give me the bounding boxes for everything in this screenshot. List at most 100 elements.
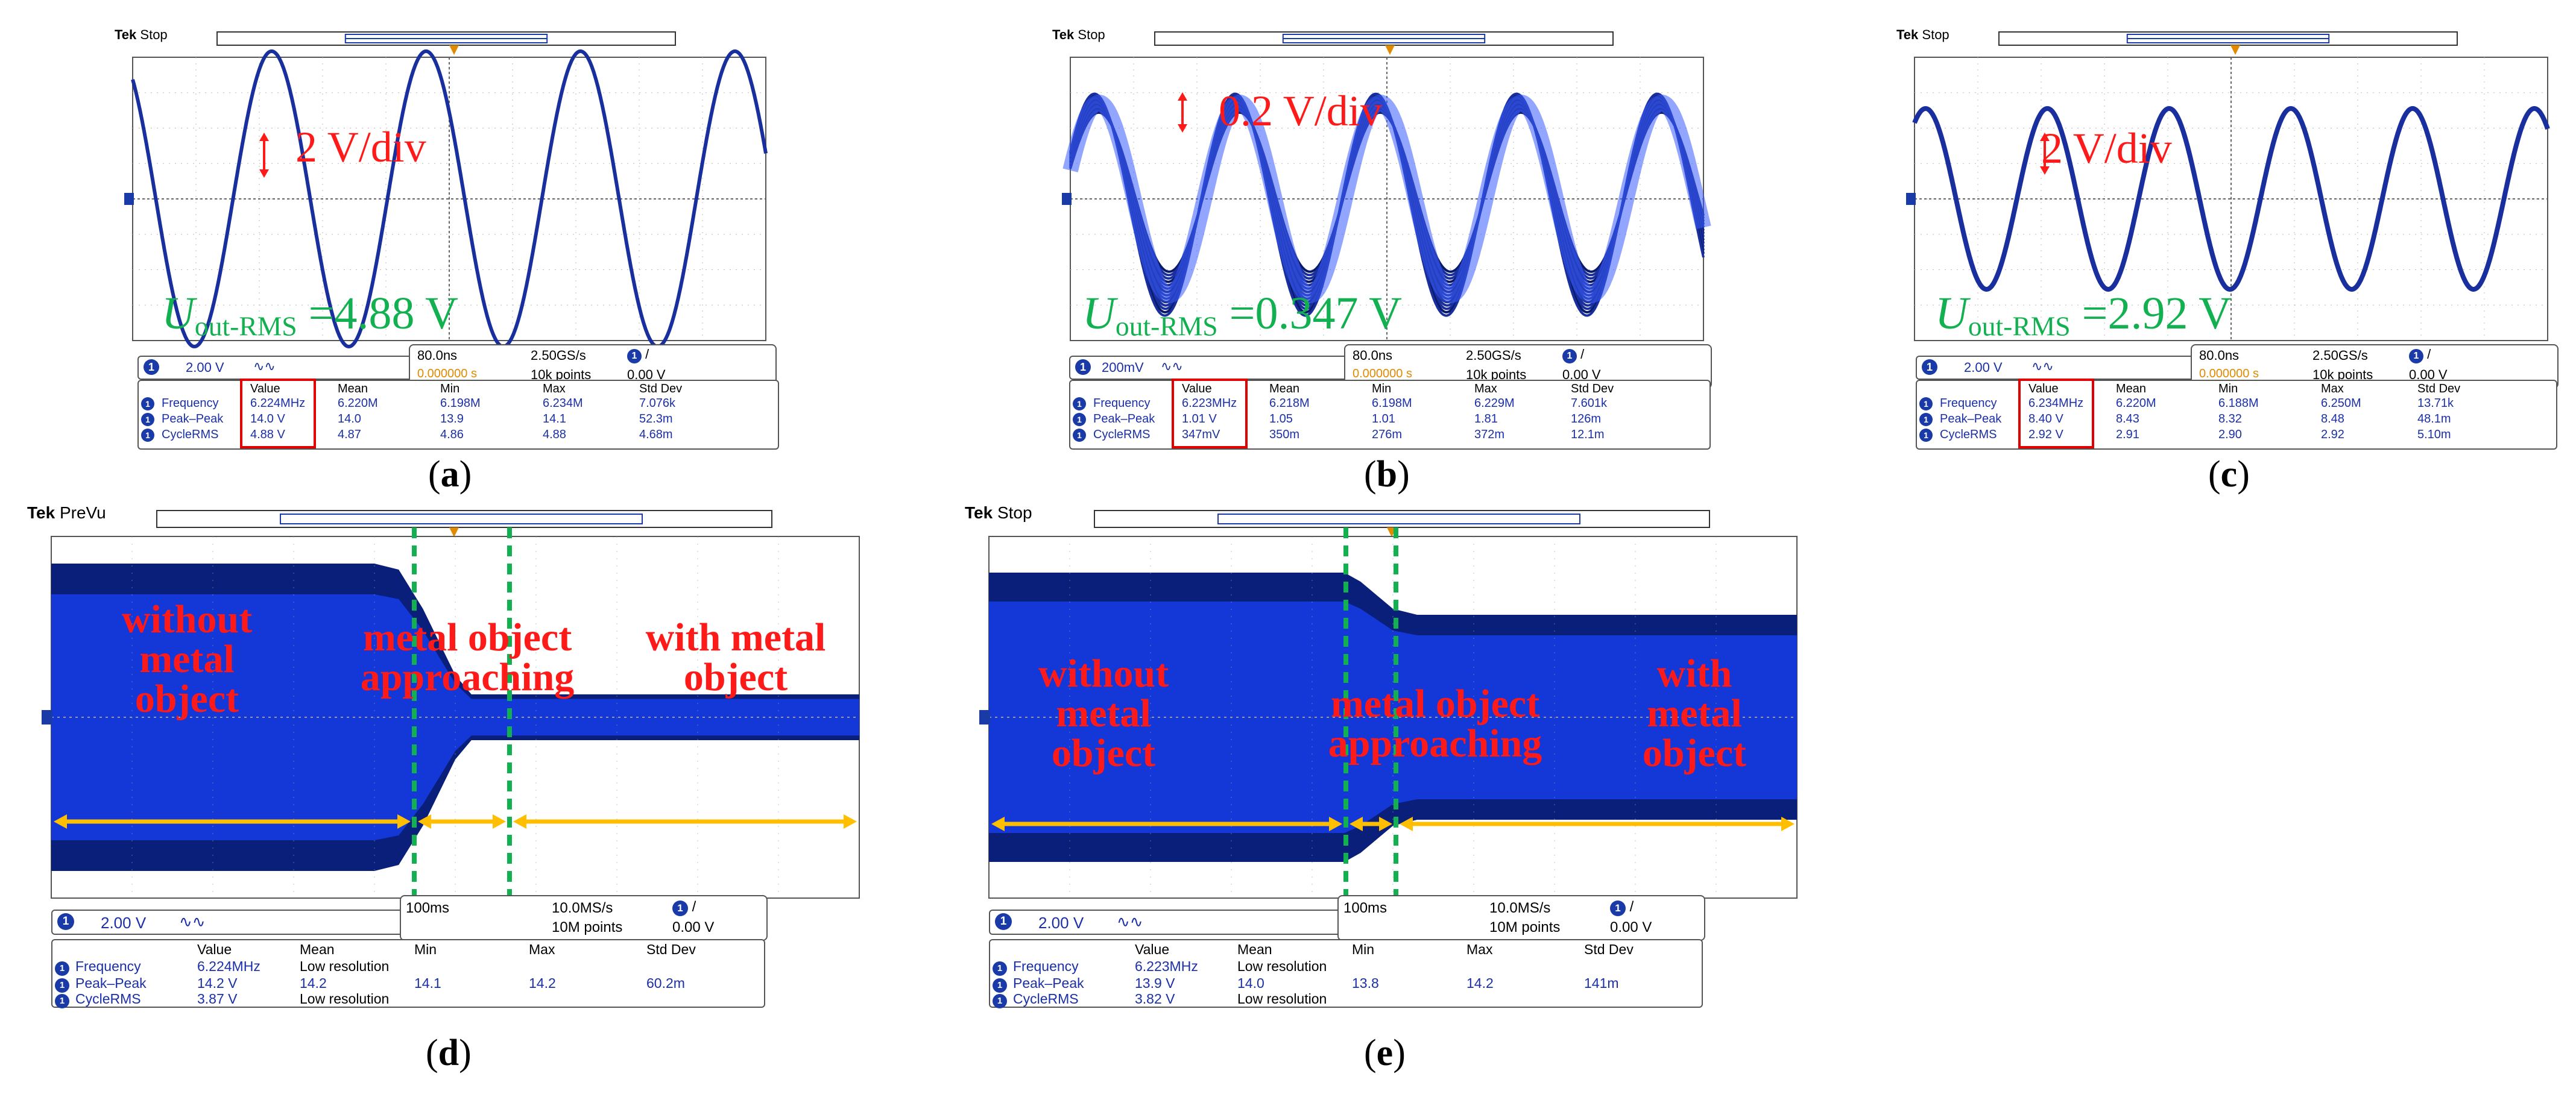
tek-logo: Tek Stop bbox=[115, 27, 168, 42]
meas-header-stddev: Std Dev bbox=[639, 382, 683, 395]
caption-d: (d) bbox=[426, 1033, 472, 1073]
scale-arrow-head bbox=[1178, 124, 1187, 133]
waveform-display-d bbox=[42, 510, 860, 899]
caption-c: (c) bbox=[2208, 454, 2250, 495]
phase-span-arrowhead bbox=[1379, 817, 1392, 831]
scale-arrow-head bbox=[2040, 133, 2050, 141]
acquisition-status-box: 100ms 10.0MS/s 1 / 10M points 0.00 V bbox=[400, 895, 768, 941]
meas-header-value: Value bbox=[1182, 382, 1212, 395]
channel-1-marker bbox=[124, 193, 134, 205]
meas-row-cyclerms: 1 CycleRMS 347mV 350m 276m 372m 12.1m bbox=[1073, 428, 1706, 442]
meas-header-value: Value bbox=[1135, 941, 1170, 957]
meas-header-max: Max bbox=[1466, 941, 1493, 957]
record-view-window bbox=[1217, 514, 1580, 524]
caption-a: (a) bbox=[428, 454, 472, 495]
meas-row-frequency: 1 Frequency 6.223MHz Low resolution bbox=[993, 958, 1698, 976]
meas-header-max: Max bbox=[543, 382, 566, 395]
scale-arrow-head bbox=[259, 133, 269, 141]
meas-header-stddev: Std Dev bbox=[1584, 941, 1634, 957]
phase-label-without: without metal object bbox=[121, 597, 253, 721]
scale-arrow-head bbox=[2040, 166, 2050, 175]
channel-scale-box: 1 200mV ∿∿ bbox=[1069, 356, 1397, 380]
channel-1-marker bbox=[42, 710, 52, 725]
channel-scale-box: 1 2.00 V ∿∿ bbox=[51, 910, 458, 935]
phase-label-with: with metal object bbox=[1642, 652, 1747, 775]
scale-arrow-head bbox=[1178, 92, 1187, 101]
highlight-value-column bbox=[1172, 379, 1248, 448]
meas-header-stddev: Std Dev bbox=[2417, 382, 2461, 395]
tek-logo: Tek Stop bbox=[1896, 27, 1949, 42]
meas-header-min: Min bbox=[1372, 382, 1392, 395]
measurement-table: Value Mean Min Max Std Dev 1 Frequency 6… bbox=[1916, 379, 2557, 450]
caption-b: (b) bbox=[1364, 454, 1410, 495]
trigger-marker bbox=[2230, 45, 2240, 55]
channel-1-marker bbox=[979, 710, 990, 725]
phase-label-approaching: metal object approaching bbox=[360, 615, 575, 699]
trigger-marker bbox=[449, 45, 459, 55]
rms-annotation: Uout-RMS =2.92 V bbox=[1935, 288, 2232, 342]
channel-scale-box: 1 2.00 V ∿∿ bbox=[1916, 356, 2244, 380]
waveform-display-c bbox=[1906, 31, 2550, 341]
meas-header-mean: Mean bbox=[2116, 382, 2147, 395]
oscilloscope-panel-c: Tek Stop 2 V/div Uout-RMS =2.92 V 1 2.00… bbox=[1896, 27, 2560, 452]
meas-row-frequency: 1 Frequency 6.224MHz Low resolution bbox=[55, 958, 760, 976]
meas-row-frequency: 1 Frequency 6.234MHz 6.220M 6.188M 6.250… bbox=[1919, 397, 2552, 410]
volts-per-div-annotation: 0.2 V/div bbox=[1219, 87, 1382, 135]
meas-header-value: Value bbox=[2028, 382, 2059, 395]
oscilloscope-panel-a: Tek Stop 2 V/div Uout-RMS =4.88 V 1 2.00… bbox=[115, 27, 779, 452]
phase-span-arrowhead bbox=[418, 814, 431, 829]
record-view-bar bbox=[1094, 510, 1710, 528]
phase-span-arrowhead bbox=[844, 814, 857, 829]
scale-arrow-head bbox=[259, 169, 269, 178]
sine-trace-envelope bbox=[1062, 94, 1711, 304]
channel-1-marker bbox=[1062, 193, 1072, 205]
measurement-table: Value Mean Min Max Std Dev 1 Frequency 6… bbox=[1069, 379, 1711, 450]
meas-row-peak-peak: 1 Peak–Peak 13.9 V 14.0 13.8 14.2 141m bbox=[993, 975, 1698, 993]
trigger-marker bbox=[449, 527, 459, 537]
meas-header-mean: Mean bbox=[1269, 382, 1300, 395]
meas-header-max: Max bbox=[2321, 382, 2344, 395]
meas-header-min: Min bbox=[414, 941, 437, 957]
meas-row-peak-peak: 1 Peak–Peak 14.2 V 14.2 14.1 14.2 60.2m bbox=[55, 975, 760, 993]
caption-e: (e) bbox=[1364, 1033, 1406, 1073]
tek-logo: Tek Stop bbox=[1052, 27, 1105, 42]
meas-row-cyclerms: 1 CycleRMS 3.87 V Low resolution bbox=[55, 991, 760, 1008]
oscilloscope-panel-d: Tek PreVu without metal object metal obj… bbox=[27, 503, 871, 1013]
meas-row-peak-peak: 1 Peak–Peak 8.40 V 8.43 8.32 8.48 48.1m bbox=[1919, 412, 2552, 426]
waveform-display-e bbox=[979, 510, 1798, 899]
phase-span-arrowhead bbox=[1400, 817, 1413, 831]
phase-label-with: with metal object bbox=[645, 615, 826, 699]
measurement-table: Value Mean Min Max Std Dev 1 Frequency 6… bbox=[51, 939, 765, 1008]
channel-1-marker bbox=[1906, 193, 1916, 205]
meas-row-cyclerms: 1 CycleRMS 3.82 V Low resolution bbox=[993, 991, 1698, 1008]
tek-logo: Tek PreVu bbox=[27, 503, 106, 522]
oscilloscope-panel-e: Tek Stop without metal object metal obje… bbox=[965, 503, 1809, 1013]
acquisition-status-box: 80.0ns 2.50GS/s 1 / 0.000000 s 10k point… bbox=[409, 344, 777, 389]
acquisition-status-box: 100ms 10.0MS/s 1 / 10M points 0.00 V bbox=[1337, 895, 1705, 941]
record-view-bar bbox=[156, 510, 772, 528]
phase-span-arrowhead bbox=[397, 814, 411, 829]
rms-annotation: Uout-RMS =4.88 V bbox=[162, 288, 459, 342]
highlight-value-column bbox=[240, 379, 316, 448]
measurement-table: Value Mean Min Max Std Dev 1 Frequency 6… bbox=[989, 939, 1703, 1008]
channel-scale-box: 1 2.00 V ∿∿ bbox=[989, 910, 1395, 935]
meas-row-cyclerms: 1 CycleRMS 2.92 V 2.91 2.90 2.92 5.10m bbox=[1919, 428, 2552, 442]
phase-span-arrowhead bbox=[991, 817, 1005, 831]
phase-span-arrowhead bbox=[54, 814, 67, 829]
volts-per-div-annotation: 2 V/div bbox=[2041, 124, 2172, 172]
meas-header-mean: Mean bbox=[338, 382, 368, 395]
highlight-value-column bbox=[2018, 379, 2094, 448]
meas-row-frequency: 1 Frequency 6.224MHz 6.220M 6.198M 6.234… bbox=[141, 397, 774, 410]
meas-header-value: Value bbox=[197, 941, 232, 957]
phase-span-arrowhead bbox=[1350, 817, 1363, 831]
meas-header-min: Min bbox=[1352, 941, 1375, 957]
phase-label-approaching: metal object approaching bbox=[1328, 682, 1542, 765]
meas-header-stddev: Std Dev bbox=[646, 941, 696, 957]
meas-header-stddev: Std Dev bbox=[1571, 382, 1614, 395]
waveform-display-b bbox=[1062, 31, 1711, 341]
meas-header-max: Max bbox=[1474, 382, 1497, 395]
meas-header-value: Value bbox=[250, 382, 280, 395]
phase-label-without: without metal object bbox=[1038, 652, 1169, 775]
meas-row-cyclerms: 1 CycleRMS 4.88 V 4.87 4.86 4.88 4.68m bbox=[141, 428, 774, 442]
record-view-window bbox=[280, 514, 643, 524]
